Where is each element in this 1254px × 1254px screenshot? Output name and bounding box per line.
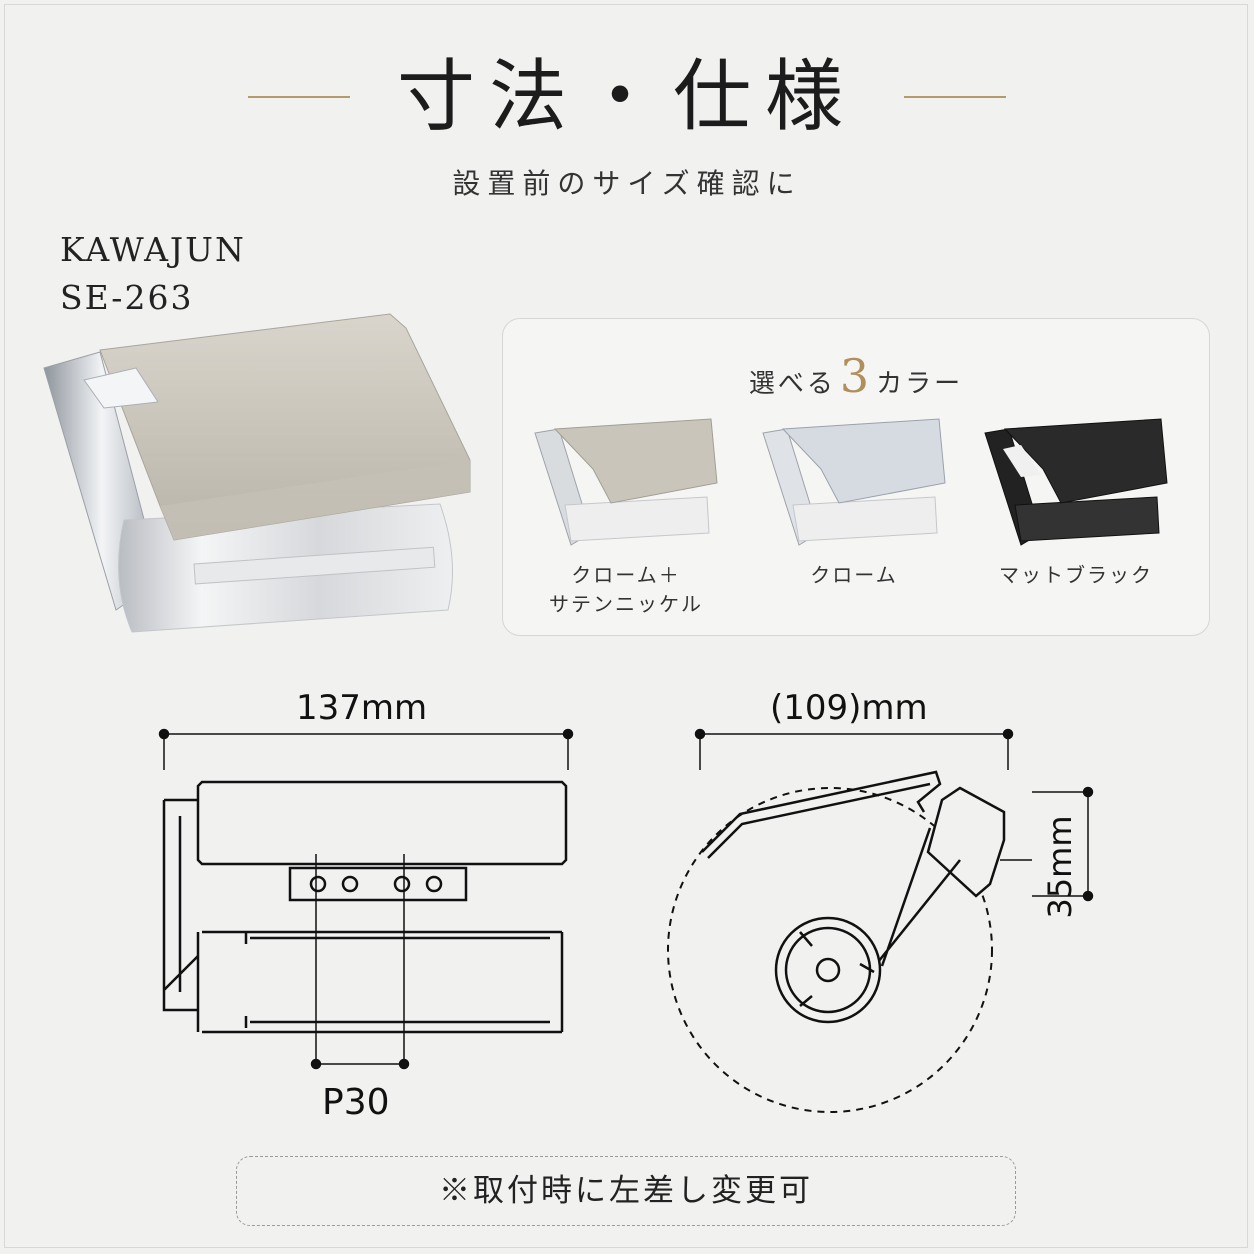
color-option-matte-black[interactable]: マットブラック <box>981 415 1171 615</box>
variant-label: マットブラック <box>981 561 1171 590</box>
mounting-note: ※取付時に左差し変更可 <box>236 1156 1016 1226</box>
title-rule-right <box>904 96 1006 98</box>
variant-label-line1: クローム <box>810 563 898 587</box>
brand-name: KAWAJUN <box>60 230 246 269</box>
color-title-prefix: 選べる <box>748 369 836 399</box>
front-view-drawing <box>158 728 574 1070</box>
page-frame <box>4 4 1248 1248</box>
color-title-suffix: カラー <box>876 369 964 399</box>
model-number: SE-263 <box>60 278 194 317</box>
side-view-drawing <box>667 728 1094 1113</box>
color-count: 3 <box>839 349 873 403</box>
title-rule-left <box>248 96 350 98</box>
color-option-chrome[interactable]: クローム <box>759 415 949 615</box>
color-option-chrome-satin-nickel[interactable]: クローム＋ サテンニッケル <box>531 415 721 616</box>
brand-block: KAWAJUN SE-263 <box>60 226 246 322</box>
page-subtitle: 設置前のサイズ確認に <box>452 167 802 200</box>
depth-dimension-label: (109)mm <box>770 688 928 728</box>
variant-thumbnail <box>984 418 1168 546</box>
product-image <box>43 313 471 633</box>
variant-thumbnail <box>534 418 718 546</box>
variant-label-line2: サテンニッケル <box>549 592 703 616</box>
page-title: 寸法・仕様 <box>396 52 857 142</box>
variant-thumbnail <box>762 418 946 546</box>
variant-label: クローム <box>759 561 949 590</box>
title-row: 寸法・仕様 <box>0 52 1254 142</box>
variant-label-line1: マットブラック <box>999 563 1153 587</box>
width-dimension-label: 137mm <box>296 688 428 728</box>
pitch-dimension-label: P30 <box>322 1082 390 1123</box>
variant-label-line1: クローム＋ <box>571 563 681 587</box>
variant-label: クローム＋ サテンニッケル <box>531 561 721 619</box>
